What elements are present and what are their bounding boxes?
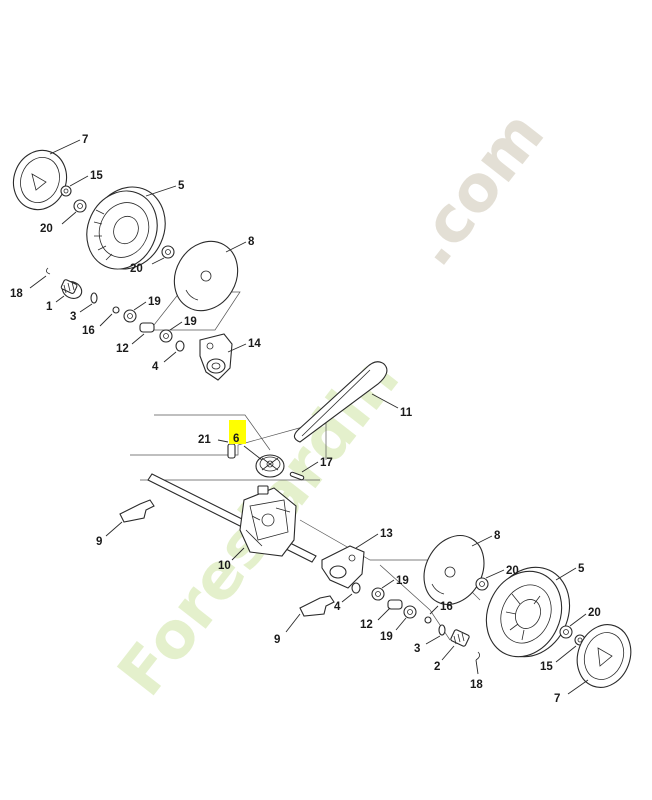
callout-14: 14 [248,338,261,350]
callout-18-bottom: 18 [470,679,483,691]
bearing-20-left-a [73,199,87,213]
callout-7-top: 7 [82,134,88,146]
clip-18-left [46,267,51,275]
callout-16-top: 16 [82,325,95,337]
washer-4-left [175,340,185,352]
callout-12-bottom: 12 [360,619,373,631]
callout-7-bottom: 7 [554,693,560,705]
callout-1: 1 [46,301,53,313]
callout-20-top-a: 20 [40,223,53,235]
callout-9-top: 9 [96,536,102,548]
bearing-19-right-b [403,605,417,619]
gearbox-axle-assembly [147,473,317,563]
axle-bracket-13 [321,545,365,589]
pin-17 [289,471,305,481]
bearing-19-left-a [123,309,137,323]
hub-cap-left [12,149,68,211]
callout-16-bottom: 16 [440,601,453,613]
callout-4-bottom: 4 [334,601,341,613]
axle-bracket-14 [199,333,233,381]
callout-labels: 7 15 5 20 20 8 18 1 3 16 19 19 12 4 14 1… [10,134,601,705]
callout-6: 6 [233,433,239,445]
callout-10: 10 [218,560,231,572]
gearbox-10 [239,485,297,557]
washer-4-right [351,582,361,594]
callout-3-top: 3 [70,311,76,323]
washer-15-left [60,185,72,197]
callout-11: 11 [400,407,413,419]
left-wheel-assembly [12,149,239,381]
callout-8-top: 8 [248,236,255,248]
drive-belt [293,361,388,443]
bushing-12-left [139,322,155,333]
key-21 [227,443,236,459]
callout-5-top: 5 [178,180,185,192]
lever-9-top [119,499,155,523]
bearing-19-right-a [371,587,385,601]
washer-16-left [112,306,120,314]
wheel-left [86,186,166,270]
leader-lines [29,139,589,695]
callout-12-top: 12 [116,343,129,355]
callout-19-top-a: 19 [148,296,161,308]
bushing-12-right [387,599,403,610]
bearing-20-left-b [161,245,175,259]
callout-15-top: 15 [90,170,103,182]
callout-5-bottom: 5 [578,563,585,575]
callout-19-bottom-b: 19 [380,631,393,643]
wheel-disc-left [173,240,239,312]
spring-3-right [438,624,446,636]
callout-15-bottom: 15 [540,661,553,673]
wheel-disc-right [423,535,485,605]
callout-20-bottom-a: 20 [506,565,519,577]
watermark-grey-text: .com [394,98,559,280]
callout-19-bottom-a: 19 [396,575,409,587]
washer-16-right [424,616,432,624]
callout-19-top-b: 19 [184,316,197,328]
callout-2: 2 [434,661,440,673]
pulley-group [227,443,305,481]
hub-cap-right [576,624,632,688]
bearing-20-right-b [559,625,573,639]
callout-20-top-b: 20 [130,263,143,275]
bearing-19-left-b [159,329,173,343]
spring-3-left [90,292,98,304]
callout-4-top: 4 [152,361,159,373]
callout-21: 21 [198,434,211,446]
callout-18-top: 18 [10,288,23,300]
pulley-6 [255,454,285,478]
callout-17: 17 [320,457,333,469]
callout-6-highlight [229,420,246,444]
callout-20-bottom-b: 20 [588,607,601,619]
callout-13: 13 [380,528,393,540]
pinion-2-right [450,629,470,647]
clip-18-right [475,651,480,661]
callout-3-bottom: 3 [414,643,420,655]
lever-9-bottom [299,595,335,617]
bearing-20-right-a [475,577,489,591]
callout-8-bottom: 8 [494,530,501,542]
callout-9-bottom: 9 [274,634,280,646]
wheel-right [485,566,571,658]
pinion-1-left [60,279,83,299]
